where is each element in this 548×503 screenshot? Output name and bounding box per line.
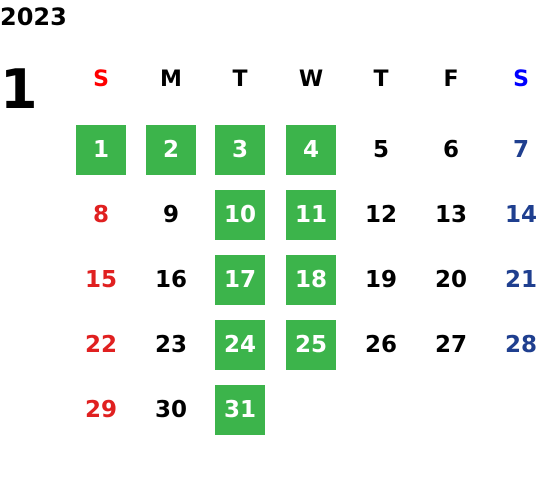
day-cell-20[interactable]: 20 [434, 267, 467, 293]
day-cell-16[interactable]: 16 [154, 267, 187, 293]
day-cell-12[interactable]: 12 [364, 202, 397, 228]
day-cell-3[interactable]: 3 [215, 125, 265, 175]
calendar-month: 1 [0, 58, 38, 121]
day-cell-17[interactable]: 17 [215, 255, 265, 305]
day-cell-24[interactable]: 24 [215, 320, 265, 370]
day-cell-23[interactable]: 23 [154, 332, 187, 358]
day-cell-30[interactable]: 30 [154, 397, 187, 423]
day-cell-13[interactable]: 13 [434, 202, 467, 228]
day-cell-28[interactable]: 28 [504, 332, 537, 358]
day-cell-21[interactable]: 21 [504, 267, 537, 293]
day-cell-1[interactable]: 1 [76, 125, 126, 175]
day-cell-27[interactable]: 27 [434, 332, 467, 358]
day-cell-4[interactable]: 4 [286, 125, 336, 175]
weekday-header-mon: M [160, 67, 182, 92]
day-cell-19[interactable]: 19 [364, 267, 397, 293]
day-cell-25[interactable]: 25 [286, 320, 336, 370]
weekday-header-tue: T [232, 67, 248, 92]
day-cell-8[interactable]: 8 [92, 202, 109, 228]
day-cell-29[interactable]: 29 [84, 397, 117, 423]
weekday-header-thu: T [373, 67, 389, 92]
day-cell-11[interactable]: 11 [286, 190, 336, 240]
day-cell-7[interactable]: 7 [512, 137, 529, 163]
calendar-year: 2023 [0, 3, 67, 31]
day-cell-5[interactable]: 5 [372, 137, 389, 163]
day-cell-2[interactable]: 2 [146, 125, 196, 175]
weekday-header-wed: W [298, 67, 324, 92]
day-cell-22[interactable]: 22 [84, 332, 117, 358]
weekday-header-fri: F [443, 67, 459, 92]
day-cell-6[interactable]: 6 [442, 137, 459, 163]
day-cell-10[interactable]: 10 [215, 190, 265, 240]
day-cell-9[interactable]: 9 [162, 202, 179, 228]
day-cell-14[interactable]: 14 [504, 202, 537, 228]
weekday-header-sun: S [93, 67, 109, 92]
weekday-header-sat: S [513, 67, 529, 92]
day-cell-18[interactable]: 18 [286, 255, 336, 305]
day-cell-15[interactable]: 15 [84, 267, 117, 293]
day-cell-31[interactable]: 31 [215, 385, 265, 435]
day-cell-26[interactable]: 26 [364, 332, 397, 358]
